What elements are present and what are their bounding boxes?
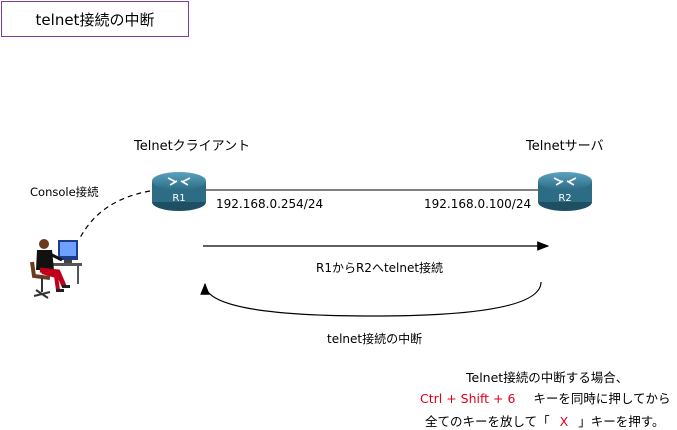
console-label: Console接続 [30, 185, 99, 199]
console-cable [79, 190, 151, 239]
user-at-computer-icon [30, 239, 82, 299]
title-box: telnet接続の中断 [1, 1, 189, 37]
key-combo: Ctrl + Shift + 6 [420, 391, 516, 406]
page-title: telnet接続の中断 [35, 10, 155, 29]
router-r1[interactable]: R1 [152, 172, 206, 211]
router-r2[interactable]: R2 [538, 172, 592, 211]
router-r2-label: R2 [558, 193, 571, 204]
note-line-3: 全てのキーを放して「 X 」キーを押す。 [425, 411, 664, 430]
disconnect-arrow [200, 281, 542, 317]
server-ip-label: 192.168.0.100/24 [424, 197, 532, 211]
router-r1-label: R1 [172, 193, 185, 204]
note-line-3-a: 全てのキーを放して「 [425, 414, 550, 429]
connect-label: R1からR2へtelnet接続 [316, 261, 444, 275]
note-line-1: Telnet接続の中断する場合、 [466, 370, 629, 385]
note-line-2-rest: キーを同時に押してから [533, 391, 671, 406]
client-role-label: Telnetクライアント [134, 139, 251, 154]
client-ip-label: 192.168.0.254/24 [216, 197, 324, 211]
disconnect-label: telnet接続の中断 [327, 332, 423, 346]
note-line-3-b: 」キーを押す。 [578, 414, 665, 429]
note-line-2: Ctrl + Shift + 6 キーを同時に押してから [420, 388, 671, 407]
key-x: X [559, 414, 569, 429]
server-role-label: Telnetサーバ [526, 139, 604, 154]
